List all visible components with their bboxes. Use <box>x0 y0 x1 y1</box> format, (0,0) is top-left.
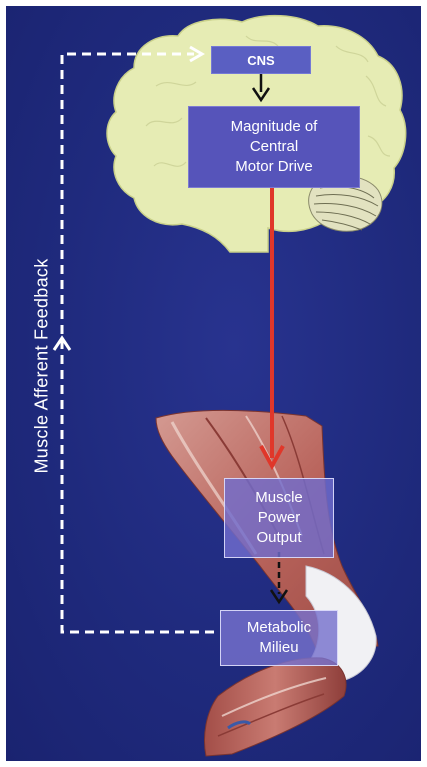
diagram-panel: CNS Magnitude of Central Motor Drive Mus… <box>6 6 421 761</box>
muscle-illustration <box>156 410 378 756</box>
feedback-label: Muscle Afferent Feedback <box>32 259 53 474</box>
node-central-motor-drive: Magnitude of Central Motor Drive <box>188 106 360 188</box>
node-metabolic-milieu: Metabolic Milieu <box>220 610 338 666</box>
node-muscle-power-output: Muscle Power Output <box>224 478 334 558</box>
node-cns: CNS <box>211 46 311 74</box>
